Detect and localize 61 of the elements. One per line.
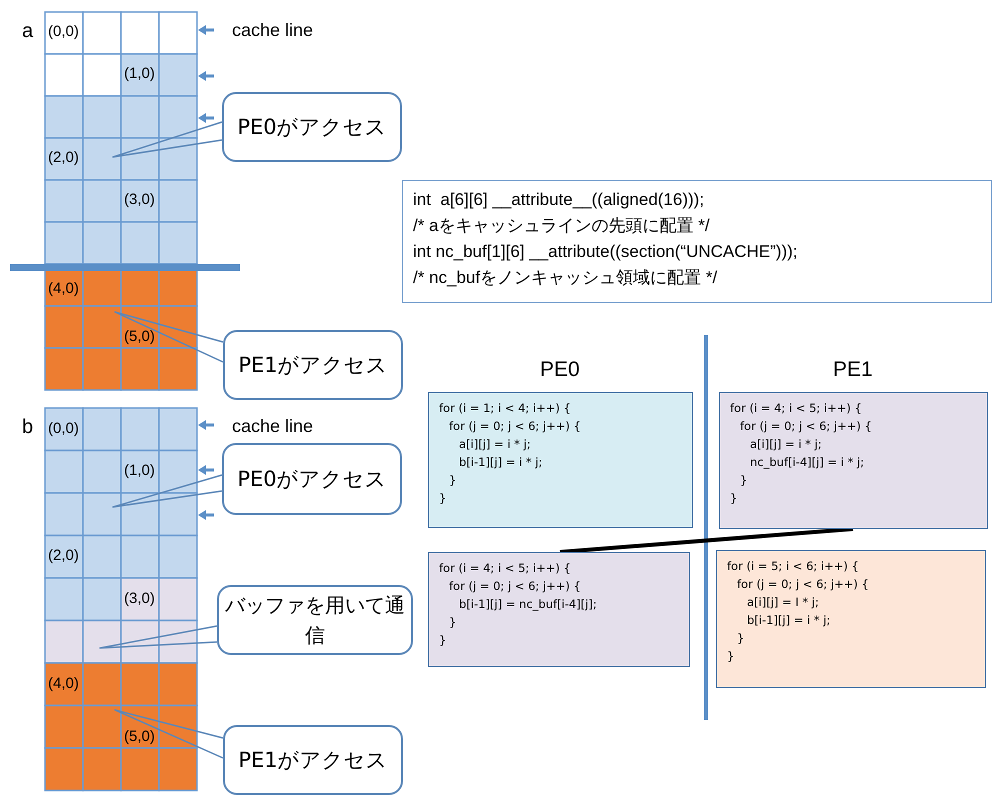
cell-index: (3,0)	[124, 590, 155, 607]
array-name: b	[22, 416, 34, 439]
code-line: }	[727, 648, 736, 665]
code-line: b[i-1][j] = i * j;	[458, 454, 544, 471]
code-line: a[i][j] = i * j;	[458, 436, 532, 453]
code-line: }	[439, 632, 448, 649]
code-line: for (i = 4; i < 5; i++) {	[439, 560, 572, 577]
code-line: a[i][j] = I * j;	[746, 594, 820, 611]
cell-index: (5,0)	[124, 328, 155, 345]
code-line: for (i = 5; i < 6; i++) {	[727, 558, 860, 575]
cell-index: (4,0)	[48, 675, 79, 692]
cell-index: (5,0)	[124, 728, 155, 745]
code-line: int a[6][6] __attribute__((aligned(16)));	[413, 189, 706, 211]
code-box	[716, 550, 986, 688]
annotation: cache line	[232, 416, 314, 437]
code-line: }	[730, 490, 738, 507]
code-box	[402, 180, 992, 303]
cell-index: (2,0)	[48, 547, 79, 564]
code-line: nc_buf[i-4][j] = i * j;	[749, 454, 866, 471]
code-line: b[i-1][j] = nc_buf[i-4][j];	[458, 596, 598, 613]
code-line: for (j = 0; j < 6; j++) {	[448, 578, 582, 595]
cell-index: (1,0)	[124, 65, 155, 82]
code-line: }	[736, 630, 746, 647]
callout-text: バッファを用いて通信	[225, 592, 405, 649]
cell-index: (4,0)	[48, 280, 79, 297]
code-line: }	[739, 472, 748, 489]
code-line: }	[448, 472, 458, 489]
callout-box	[223, 725, 403, 795]
code-line: b[i-1][j] = i * j;	[746, 612, 832, 629]
connector-line	[560, 527, 854, 554]
code-line: for (i = 1; i < 4; i++) {	[439, 400, 572, 417]
code-line: /* aをキャッシュラインの先頭に配置 */	[413, 215, 711, 237]
callout-box	[217, 585, 413, 655]
code-line: for (j = 0; j < 6; j++) {	[739, 418, 873, 435]
callout-text: PE1がアクセス	[238, 352, 388, 379]
cell-index: (0,0)	[48, 23, 79, 40]
code-box	[428, 552, 690, 667]
cell-index: (3,0)	[124, 191, 155, 208]
array-name: a	[22, 20, 34, 43]
column-heading: PE1	[833, 358, 873, 382]
code-box	[719, 392, 988, 529]
code-line: for (j = 0; j < 6; j++) {	[736, 576, 870, 593]
code-line: }	[439, 490, 448, 507]
code-box	[428, 392, 693, 528]
callout-text: PE0がアクセス	[237, 466, 387, 493]
code-line: }	[448, 614, 458, 631]
callout-text: PE0がアクセス	[237, 114, 387, 141]
code-line: int nc_buf[1][6] __attribute((section(“UNCACHE”)));	[413, 241, 799, 263]
callout-box	[222, 92, 402, 162]
cell-index: (0,0)	[48, 420, 79, 437]
callout-box	[223, 330, 403, 400]
code-line: a[i][j] = i * j;	[749, 436, 823, 453]
callout-box	[222, 443, 402, 515]
code-line: for (i = 4; i < 5; i++) {	[730, 400, 863, 417]
annotation: cache line	[232, 20, 314, 41]
cell-index: (1,0)	[124, 462, 155, 479]
code-line: /* nc_bufをノンキャッシュ領域に配置 */	[413, 267, 718, 289]
code-line: for (j = 0; j < 6; j++) {	[448, 418, 582, 435]
callout-text: PE1がアクセス	[238, 747, 388, 774]
cell-index: (2,0)	[48, 149, 79, 166]
column-heading: PE0	[540, 358, 580, 382]
